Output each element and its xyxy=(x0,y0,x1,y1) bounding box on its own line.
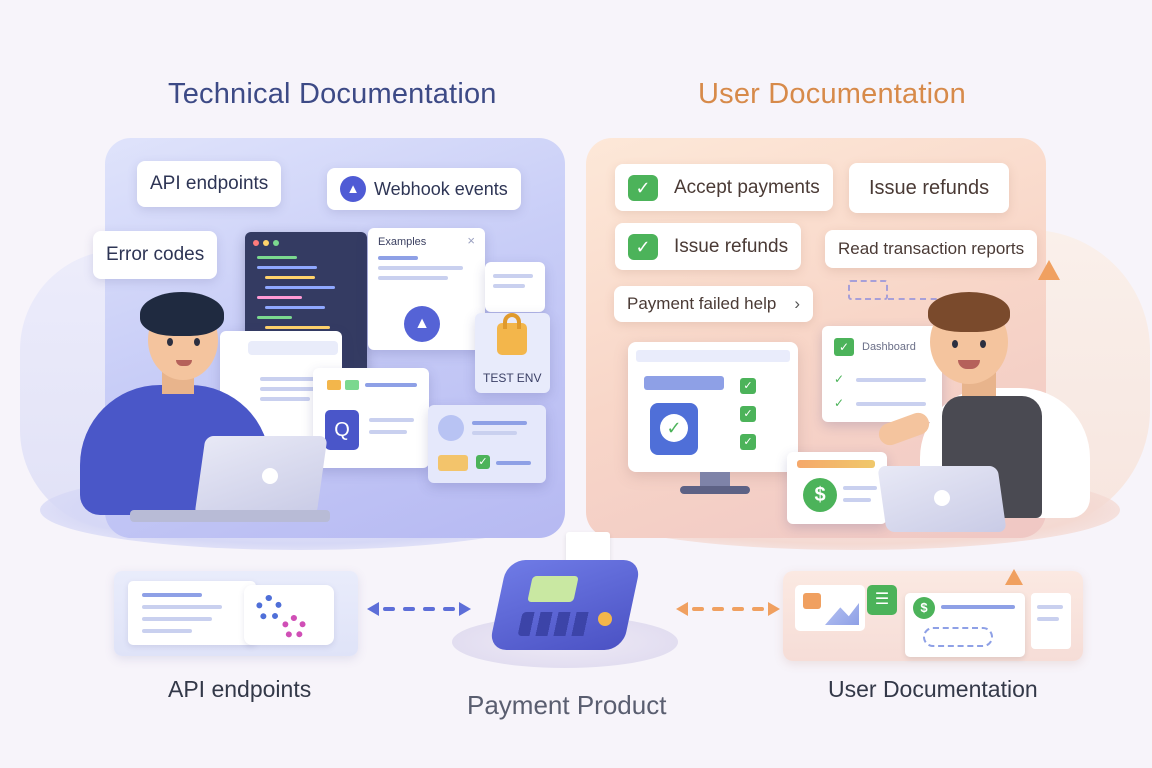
warning-triangle-icon: ▲ xyxy=(404,306,440,342)
check-icon: ✓ xyxy=(628,174,658,201)
check-icon: ✓ xyxy=(660,414,688,442)
chip-webhook-events-label: Webhook events xyxy=(374,178,508,199)
chip-accept-payments[interactable]: ✓ Accept payments xyxy=(615,164,833,211)
chip-issue-refunds[interactable]: ✓ Issue refunds xyxy=(615,223,802,270)
check-icon: ✓ xyxy=(834,372,845,386)
technical-documentation-title: Technical Documentation xyxy=(168,78,497,110)
test-env-label: TEST ENV xyxy=(483,371,542,385)
examples-card-title: Examples xyxy=(378,236,427,248)
dashboard-card-title: Dashboard xyxy=(862,341,916,353)
document-icon: ☰ xyxy=(867,585,897,615)
chip-payment-failed-help-label: Payment failed help xyxy=(627,294,777,313)
chip-issue-refunds-top-label: Issue refunds xyxy=(869,176,990,199)
dashboard-card[interactable]: ✓ Dashboard ✓ ✓ xyxy=(822,326,942,422)
arrow-left-link xyxy=(367,602,471,616)
gear-icon xyxy=(256,595,282,621)
check-icon: ✓ xyxy=(740,378,756,394)
chevron-right-icon: › xyxy=(794,294,800,313)
warning-triangle-icon xyxy=(1005,569,1023,585)
examples-card[interactable]: Examples × ▲ xyxy=(368,228,485,350)
lock-icon xyxy=(497,313,527,355)
chip-read-reports-label: Read transaction reports xyxy=(838,239,1025,258)
check-icon: ✓ xyxy=(628,233,658,260)
payment-product-label: Payment Product xyxy=(467,690,667,720)
check-icon: ✓ xyxy=(476,455,490,469)
doc-card-small xyxy=(485,262,545,312)
dollar-icon: $ xyxy=(803,478,837,512)
api-endpoints-tile[interactable] xyxy=(114,571,358,656)
gear-icon xyxy=(282,615,306,639)
check-icon: ✓ xyxy=(740,406,756,422)
search-doc-card: Q xyxy=(313,368,429,468)
payment-card: $ xyxy=(787,452,887,524)
chip-issue-refunds-top[interactable]: Issue refunds xyxy=(849,163,1010,213)
chip-issue-refunds-label: Issue refunds xyxy=(674,235,789,257)
webhook-flow-card: ✓ xyxy=(428,405,546,483)
chip-api-endpoints[interactable]: API endpoints xyxy=(137,161,282,207)
check-icon: ✓ xyxy=(834,396,845,410)
chip-accept-payments-label: Accept payments xyxy=(674,176,820,198)
dashed-connector xyxy=(848,280,888,300)
dashed-connector-line xyxy=(888,298,958,300)
chip-read-transaction-reports[interactable]: Read transaction reports xyxy=(825,230,1038,268)
chip-error-codes-label: Error codes xyxy=(106,244,205,265)
chip-webhook-events[interactable]: ▲ Webhook events xyxy=(327,168,521,210)
bottom-user-documentation-label: User Documentation xyxy=(828,676,1038,702)
user-documentation-tile[interactable]: ☰ $ xyxy=(783,569,1083,661)
check-icon: ✓ xyxy=(740,434,756,450)
document-icon: Q xyxy=(325,410,359,450)
close-icon[interactable]: × xyxy=(467,233,475,248)
chip-payment-failed-help[interactable]: Payment failed help › xyxy=(614,286,813,322)
test-env-card[interactable]: TEST ENV xyxy=(475,313,550,393)
check-icon: ✓ xyxy=(834,338,854,356)
dollar-icon: $ xyxy=(913,597,935,619)
chip-error-codes[interactable]: Error codes xyxy=(93,231,218,279)
user-documentation-title: User Documentation xyxy=(698,78,966,110)
warning-triangle-icon: ▲ xyxy=(340,176,366,202)
chip-api-endpoints-label: API endpoints xyxy=(150,173,269,194)
bottom-api-endpoints-label: API endpoints xyxy=(168,676,312,702)
arrow-right-link xyxy=(676,602,780,616)
warning-triangle-icon xyxy=(1038,260,1060,280)
